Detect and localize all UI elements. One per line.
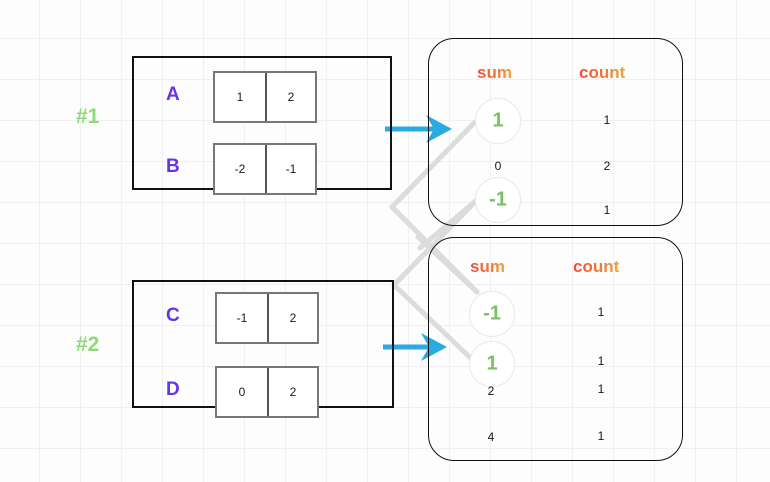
- result-2-row-4-sum: 4: [487, 430, 495, 444]
- result-2-row-3-count: 1: [597, 382, 605, 396]
- highlight-circle-1-1: [475, 98, 521, 144]
- input-box-group-1: A 1 2 B -2 -1: [132, 56, 392, 195]
- cell-c-1: 2: [267, 294, 317, 342]
- result-1-row-1-count: 1: [603, 113, 611, 127]
- column-header-count-2: count: [573, 257, 620, 276]
- row-letter-a: A: [166, 84, 180, 105]
- cell-d-1: 2: [267, 368, 317, 416]
- result-panel-1: sum count 1 1 0 2 -1 1: [428, 38, 683, 226]
- row-letter-b: B: [166, 156, 180, 177]
- row-letter-c: C: [166, 305, 180, 326]
- result-panel-2: sum count -1 1 1 1 2 1 4 1: [428, 237, 683, 461]
- cell-a-0: 1: [236, 90, 244, 104]
- row-letter-d: D: [166, 379, 180, 400]
- result-2-row-2-count: 1: [597, 354, 605, 368]
- highlight-circle-2-1: [469, 291, 515, 337]
- value-pair-b: -2 -1: [213, 143, 317, 195]
- result-2-row-1-count: 1: [597, 305, 605, 319]
- result-2-row-2-sum: 1: [486, 352, 498, 375]
- result-2-row-3-sum: 2: [487, 384, 495, 398]
- cell-b-1: -1: [265, 145, 315, 193]
- column-header-sum-1: sum: [477, 63, 512, 82]
- input-box-group-2: C -1 2 D 0 2: [132, 280, 394, 418]
- group-label-1: #1: [76, 105, 100, 128]
- value-pair-a: 1 2: [213, 71, 317, 123]
- cell-c-0: -1: [236, 311, 248, 325]
- cell-d-0: 0: [238, 385, 246, 399]
- result-2-row-4-count: 1: [597, 429, 605, 443]
- result-1-row-3-count: 1: [603, 203, 611, 217]
- column-header-sum-2: sum: [470, 257, 505, 276]
- cell-b-0: -2: [234, 162, 246, 176]
- result-1-row-3-sum: -1: [489, 188, 507, 211]
- result-2-row-1-sum: -1: [483, 302, 501, 325]
- value-pair-d: 0 2: [215, 366, 319, 418]
- group-label-2: #2: [76, 333, 100, 356]
- highlight-circle-1-3: [475, 177, 521, 223]
- result-1-row-2-count: 2: [603, 159, 611, 173]
- highlight-circle-2-2: [469, 341, 515, 387]
- cell-a-1: 2: [265, 73, 315, 121]
- result-1-row-2-sum: 0: [494, 159, 502, 173]
- column-header-count-1: count: [579, 63, 626, 82]
- value-pair-c: -1 2: [215, 292, 319, 344]
- result-1-row-1-sum: 1: [492, 109, 504, 132]
